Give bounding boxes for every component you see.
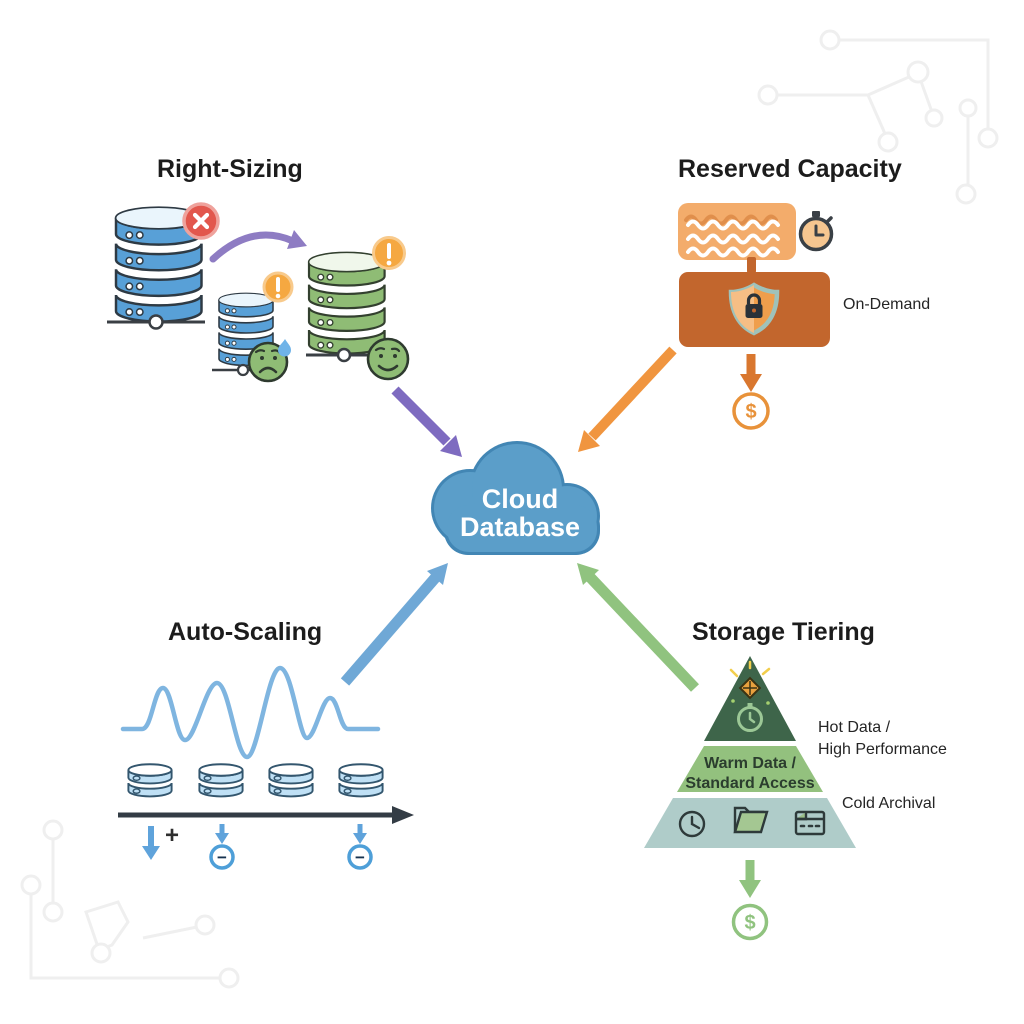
scale-down-marker-2: −: [347, 824, 373, 870]
shield-lock-icon: [728, 282, 780, 336]
section-storage-tiering: Storage Tiering Warm Data / Standard Acc…: [644, 618, 947, 941]
minus-sign: −: [355, 848, 365, 867]
db-node-1-icon: [127, 763, 173, 798]
db-connector-node: [148, 314, 164, 330]
db-node-3-icon: [268, 763, 314, 798]
cold-archival-label: Cold Archival: [842, 795, 935, 812]
db-connector-node: [236, 363, 250, 377]
circuit-pattern-bottom-left: [20, 819, 240, 989]
sad-face-icon: [247, 339, 291, 383]
dollar-badge-green: $: [731, 903, 769, 941]
sweat-drop-icon: [278, 339, 291, 357]
scale-up-arrow: [142, 826, 160, 860]
warning-badge-icon: [262, 271, 294, 303]
box-connector: [747, 257, 756, 273]
arrow-tiering-to-cloud: [577, 563, 699, 692]
cloud-database-icon: Cloud Database: [431, 441, 600, 555]
tier-warm: [677, 746, 823, 792]
on-demand-label: On-Demand: [843, 296, 930, 313]
cold-tier-icons: [678, 806, 826, 838]
db-node-4-icon: [338, 763, 384, 798]
dollar-sign: $: [744, 912, 755, 934]
dollar-badge-orange: $: [732, 392, 770, 430]
circuit-pattern-top-right: [757, 29, 999, 205]
section-auto-scaling: Auto-Scaling + − −: [118, 618, 414, 870]
plus-sign: +: [165, 822, 179, 849]
arrow-right-sizing-to-cloud: [391, 386, 462, 457]
stopwatch-icon: [798, 211, 834, 252]
reserved-capacity-title: Reserved Capacity: [678, 155, 902, 183]
archive-box-icon: [794, 810, 826, 836]
cloud-title-line2: Database: [460, 512, 580, 542]
warning-badge-icon: [372, 236, 406, 270]
savings-arrow-orange: [740, 354, 762, 392]
database-green-icon: [307, 251, 386, 355]
demand-waveform: [120, 665, 381, 760]
curved-transition-arrow: [209, 230, 307, 263]
folder-icon: [733, 806, 769, 834]
arrow-reserved-to-cloud: [578, 346, 677, 452]
savings-arrow-green: [739, 860, 761, 898]
arrow-autoscaling-to-cloud: [340, 563, 448, 686]
timeline-arrow: [118, 806, 414, 824]
storage-tiering-title: Storage Tiering: [692, 618, 875, 646]
hot-data-label-line2: High Performance: [818, 741, 947, 758]
happy-face-icon: [366, 337, 410, 381]
scale-down-marker-1: −: [209, 824, 235, 870]
right-sizing-title: Right-Sizing: [157, 155, 303, 183]
section-reserved-capacity: Reserved Capacity On-Demand: [678, 155, 930, 430]
warm-tier-label-line1: Warm Data /: [704, 755, 796, 772]
wave-lines-icon: [684, 214, 780, 258]
auto-scaling-title: Auto-Scaling: [168, 618, 322, 646]
section-right-sizing: Right-Sizing: [107, 155, 410, 383]
performance-clock-icon: [737, 703, 763, 732]
db-node-2-icon: [198, 763, 244, 798]
cloud-title-line1: Cloud: [482, 484, 558, 514]
error-badge-icon: [182, 202, 220, 240]
warm-tier-label-line2: Standard Access: [685, 775, 814, 792]
hot-data-label-line1: Hot Data /: [818, 719, 891, 736]
dollar-sign: $: [745, 401, 756, 423]
minus-sign: −: [217, 848, 227, 867]
db-connector-node: [336, 347, 352, 363]
clock-icon: [678, 810, 706, 838]
